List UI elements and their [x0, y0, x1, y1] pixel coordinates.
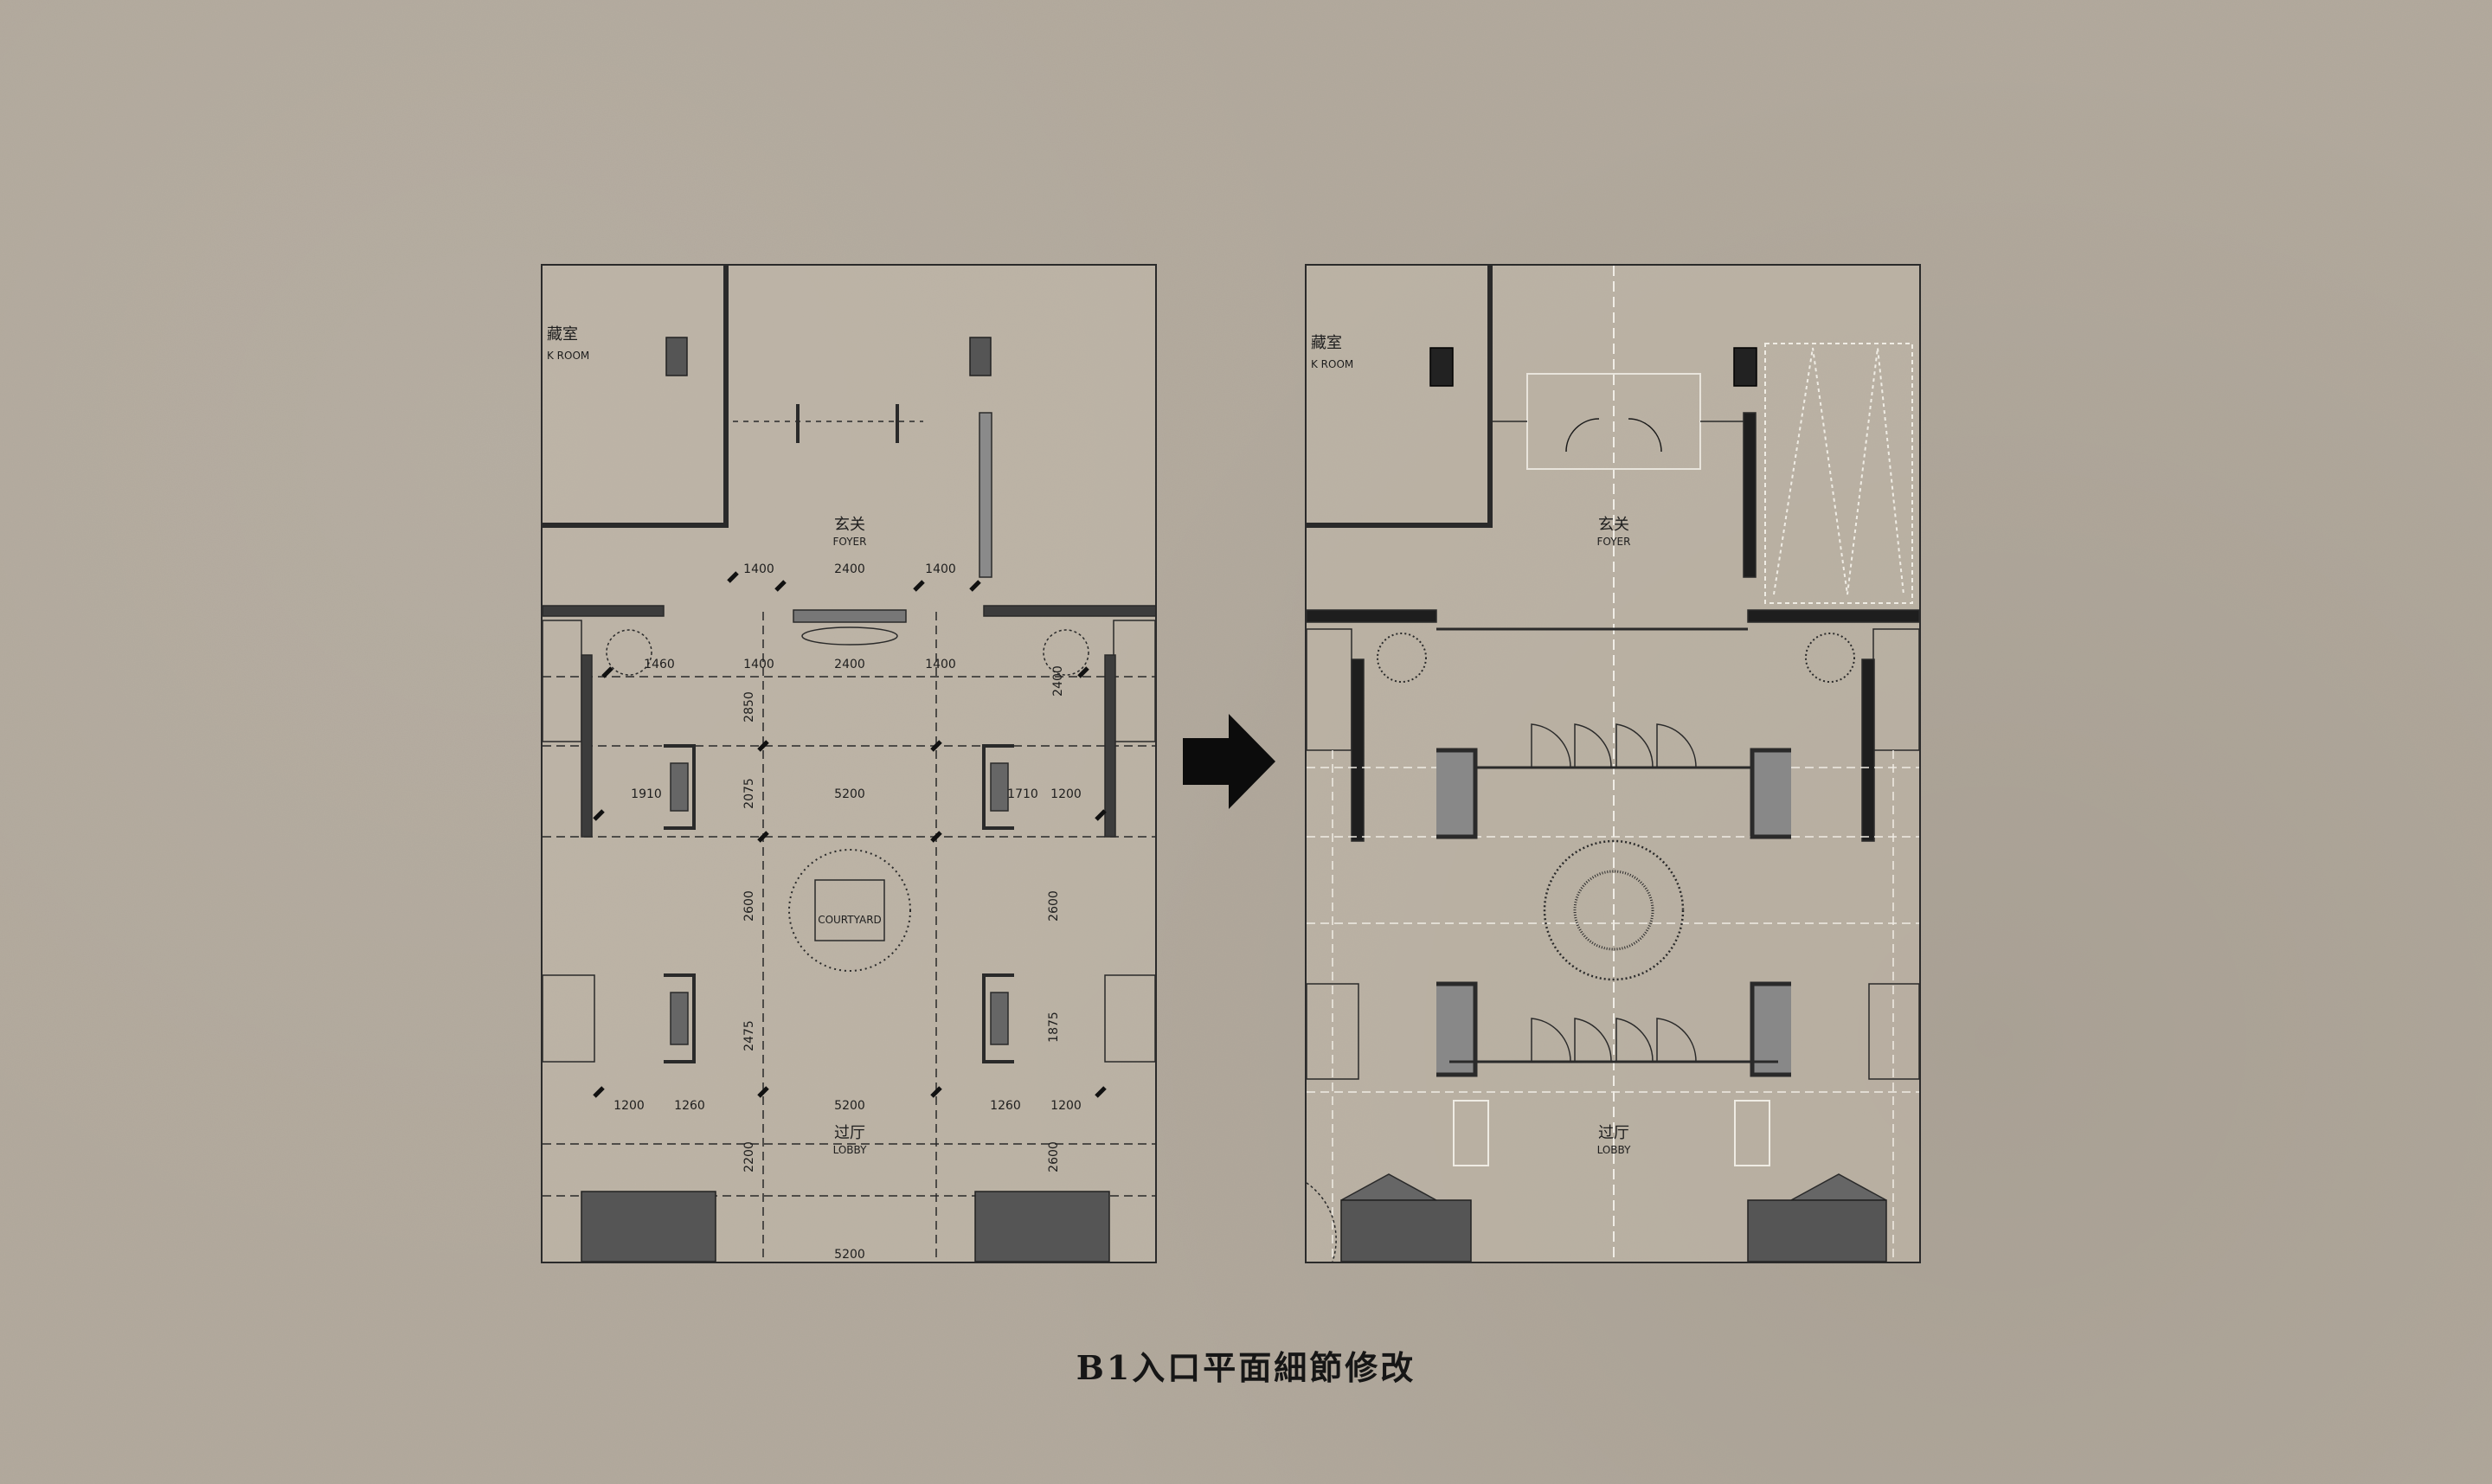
dimension-label: 1260 [674, 1099, 705, 1113]
column [969, 337, 992, 376]
left-cabinet [1307, 628, 1352, 751]
dimension-label: 2400 [1051, 665, 1065, 697]
lobby-label-cn: 过厅 [1598, 1124, 1629, 1142]
desk-outline [801, 626, 898, 646]
tree-left [1377, 633, 1427, 683]
floor-plan-after-drawing: 藏室 K ROOM 玄关 FOYER 过厅 LOBBY [1307, 266, 1919, 1262]
foyer-label-cn: 玄关 [1598, 516, 1629, 534]
dimension-label: 1875 [1047, 1012, 1061, 1043]
lobby-label-en: LOBBY [833, 1144, 868, 1156]
page-caption: B1入口平面細節修改 [1076, 1348, 1416, 1387]
storage-room-wall [543, 266, 729, 528]
dimension-label: 5200 [834, 1099, 865, 1113]
dimension-label: 2600 [742, 890, 756, 922]
dimension-label: 2600 [1047, 890, 1061, 922]
dimension-label: 1260 [990, 1099, 1021, 1113]
dimension-label: 2475 [742, 1020, 756, 1051]
dimension-label: 2200 [742, 1141, 756, 1172]
closet [1764, 343, 1913, 604]
dimension-label: 1400 [743, 562, 774, 576]
bottom-right-block [974, 1191, 1110, 1262]
room-label-en: K ROOM [1311, 358, 1353, 370]
dimension-label: 1460 [644, 658, 675, 671]
dimension-label: 1200 [613, 1099, 645, 1113]
left-cabinet [543, 620, 582, 742]
dimension-label: 1400 [925, 658, 956, 671]
bottom-left-block [1340, 1199, 1472, 1262]
storage-room-wall [1307, 266, 1493, 528]
foyer-label-en: FOYER [1597, 536, 1631, 548]
dimension-label: 5200 [834, 787, 865, 801]
tree-right [1043, 629, 1089, 676]
door-swing [1565, 418, 1600, 453]
dimension-label: 1400 [925, 562, 956, 576]
courtyard-label: COURTYARD [818, 914, 882, 926]
wall-left [1307, 609, 1437, 623]
wall-right [1747, 609, 1919, 623]
bottom-left-block [581, 1191, 716, 1262]
column [1429, 347, 1454, 387]
column [665, 337, 688, 376]
dimension-label: 1200 [1050, 787, 1082, 801]
dimension-label: 2600 [1047, 1141, 1061, 1172]
foyer-partition [1743, 412, 1757, 578]
floor-plan-after: 藏室 K ROOM 玄关 FOYER 过厅 LOBBY [1305, 264, 1921, 1263]
foyer-partition [979, 412, 992, 578]
dimension-label: 1910 [631, 787, 662, 801]
right-arrow-icon [1183, 714, 1275, 809]
dimension-label: 1710 [1007, 787, 1038, 801]
dimension-label: 5200 [834, 1248, 865, 1262]
foyer-label-cn: 玄关 [834, 516, 865, 534]
room-label-cn: 藏室 [547, 325, 578, 344]
floor-plan-before-drawing: 藏室 K ROOM 玄关 FOYER COURTYARD 过厅 LOBBY 14… [543, 266, 1155, 1262]
right-cabinet [1113, 620, 1155, 742]
dimension-label: 2400 [834, 658, 865, 671]
dimension-label: 2850 [742, 691, 756, 723]
wall-left [543, 605, 665, 617]
lobby-label-cn: 过厅 [834, 1124, 865, 1142]
bottom-right-block [1747, 1199, 1887, 1262]
dimension-label: 2075 [742, 778, 756, 809]
courtyard-tree [1543, 839, 1685, 981]
column [1733, 347, 1757, 387]
dimension-label: 2400 [834, 562, 865, 576]
wall-right [983, 605, 1155, 617]
courtyard-tree [788, 849, 911, 972]
dimension-label: 1400 [743, 658, 774, 671]
reception-desk [793, 609, 907, 623]
tree-right [1805, 633, 1855, 683]
door-swing [1628, 418, 1662, 453]
room-label-cn: 藏室 [1311, 334, 1342, 352]
room-label-en: K ROOM [547, 350, 589, 362]
dimension-label: 1200 [1050, 1099, 1082, 1113]
foyer-label-en: FOYER [833, 536, 867, 548]
floor-plan-before: 藏室 K ROOM 玄关 FOYER COURTYARD 过厅 LOBBY 14… [541, 264, 1157, 1263]
right-cabinet [1872, 628, 1919, 751]
lobby-label-en: LOBBY [1597, 1144, 1632, 1156]
courtyard-planter [814, 879, 885, 941]
tree-left [606, 629, 652, 676]
